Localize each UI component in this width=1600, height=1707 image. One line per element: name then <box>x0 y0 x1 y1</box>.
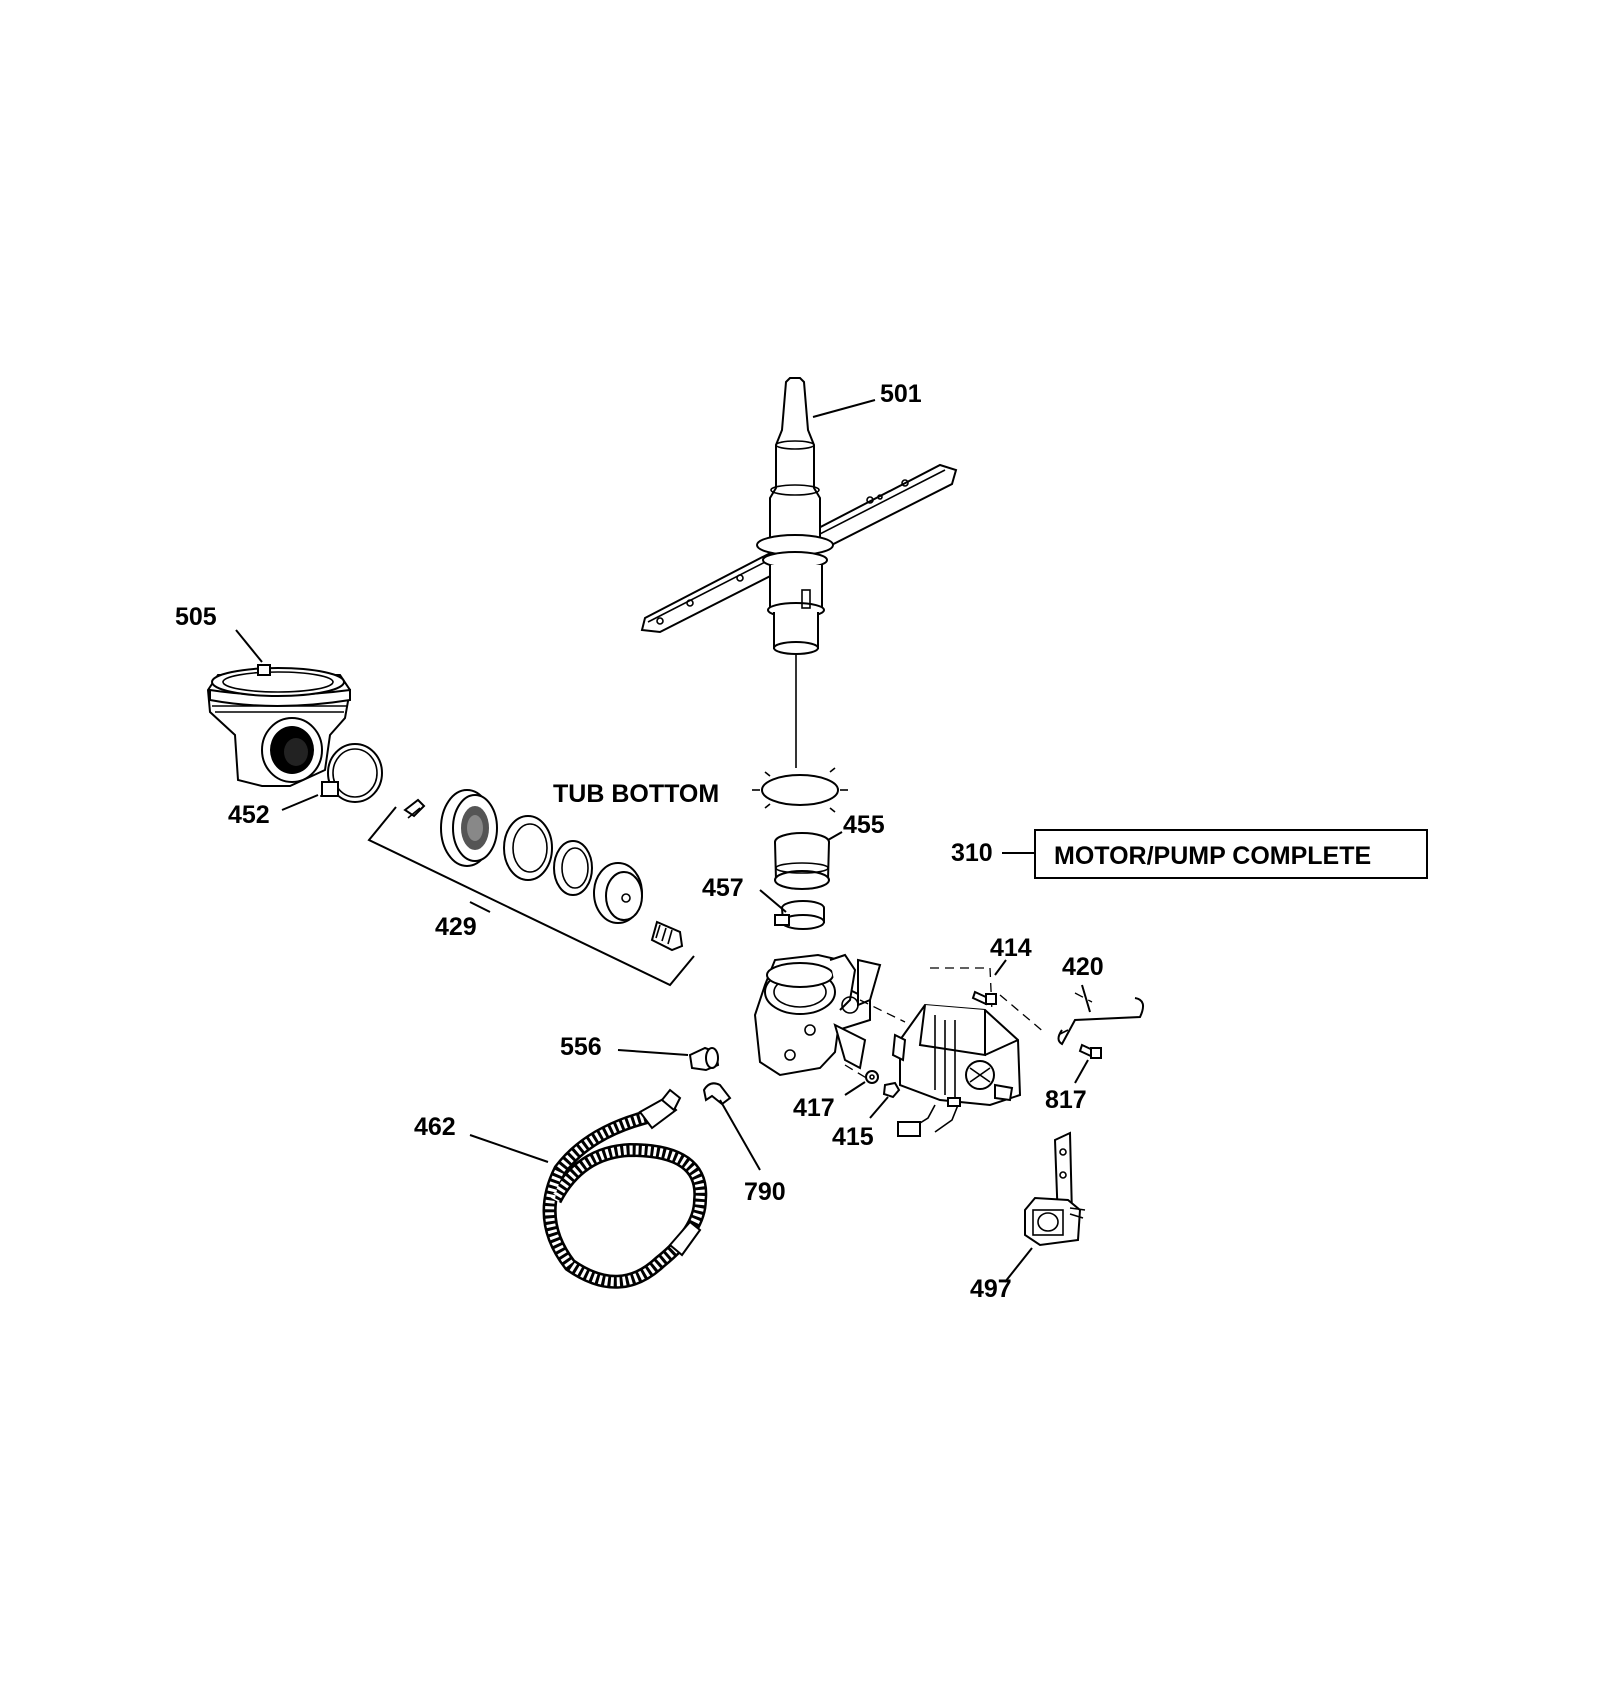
cap-556[interactable] <box>688 1046 720 1072</box>
bracket-497[interactable] <box>1024 1131 1086 1247</box>
motor[interactable] <box>891 1003 1022 1137</box>
wire-hook-420[interactable] <box>1057 997 1145 1046</box>
motor-pump-label: MOTOR/PUMP COMPLETE <box>1054 842 1371 870</box>
callout-455: 455 <box>843 811 885 839</box>
filter-assembly-429[interactable] <box>403 789 684 952</box>
callout-505: 505 <box>175 603 217 631</box>
callout-452: 452 <box>228 801 270 829</box>
callout-310: 310 <box>951 839 993 867</box>
callout-429: 429 <box>435 913 477 941</box>
callout-462: 462 <box>414 1113 456 1141</box>
clip-790[interactable] <box>702 1082 732 1106</box>
motor-pump-box <box>1034 829 1428 879</box>
callout-414: 414 <box>990 934 1032 962</box>
sump-housing-505[interactable] <box>206 664 352 787</box>
screw-817[interactable] <box>1078 1043 1102 1059</box>
screw-414[interactable] <box>971 990 997 1006</box>
seal-455[interactable] <box>774 832 830 890</box>
callout-817: 817 <box>1045 1086 1087 1114</box>
pump-housing[interactable] <box>753 953 882 1077</box>
callout-420: 420 <box>1062 953 1104 981</box>
washer-417[interactable] <box>865 1070 879 1084</box>
spray-arm-501[interactable] <box>640 377 958 655</box>
callout-790: 790 <box>744 1178 786 1206</box>
tub-bottom-label: TUB BOTTOM <box>553 780 719 808</box>
hose-462[interactable] <box>542 1088 708 1289</box>
tub-bottom-ring <box>752 767 848 813</box>
callout-417: 417 <box>793 1094 835 1122</box>
callout-497: 497 <box>970 1275 1012 1303</box>
callout-501: 501 <box>880 380 922 408</box>
nut-415[interactable] <box>882 1081 901 1099</box>
callout-415: 415 <box>832 1123 874 1151</box>
callout-457: 457 <box>702 874 744 902</box>
callout-556: 556 <box>560 1033 602 1061</box>
clamp-452[interactable] <box>320 743 383 803</box>
clamp-457[interactable] <box>774 900 825 930</box>
